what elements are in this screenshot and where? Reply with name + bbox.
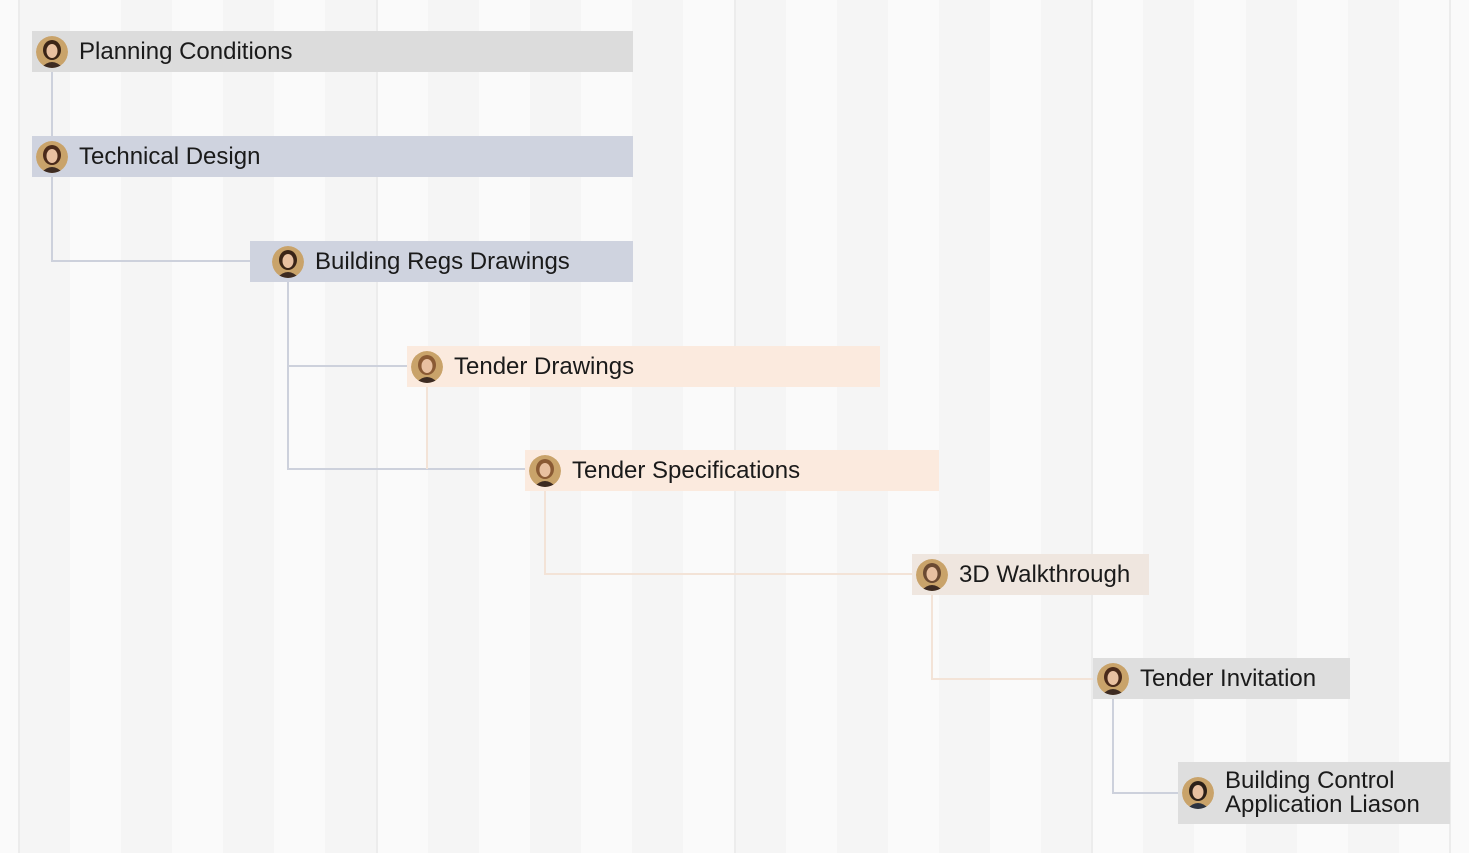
task-bar-planning-conditions[interactable]: Planning Conditions xyxy=(32,31,633,72)
task-bar-tender-invitation[interactable]: Tender Invitation xyxy=(1093,658,1350,699)
timeline-column xyxy=(837,0,888,853)
avatar-woman-dark-hair-icon xyxy=(272,245,304,278)
timeline-column xyxy=(1041,0,1092,853)
task-label: Tender Invitation xyxy=(1140,664,1317,692)
task-label: 3D Walkthrough xyxy=(959,560,1131,588)
timeline-divider xyxy=(1449,0,1451,853)
avatar-man-suit-icon xyxy=(1182,777,1214,809)
dependency-line xyxy=(1112,698,1178,794)
dependency-line xyxy=(544,490,912,575)
task-bar-building-control-application-liason[interactable]: Building Control Application Liason xyxy=(1178,762,1450,824)
dependency-line xyxy=(287,280,407,367)
task-bar-tender-drawings[interactable]: Tender Drawings xyxy=(407,346,880,387)
timeline-divider xyxy=(376,0,378,853)
timeline-column xyxy=(1246,0,1297,853)
timeline-divider xyxy=(18,0,20,853)
avatar-woman-dark-hair-icon xyxy=(36,35,68,68)
timeline-column xyxy=(735,0,786,853)
timeline-column xyxy=(1348,0,1399,853)
task-label: Technical Design xyxy=(79,142,261,170)
task-label: Building Regs Drawings xyxy=(315,247,570,275)
task-label: Tender Specifications xyxy=(572,456,801,484)
timeline-column xyxy=(939,0,990,853)
avatar-woman-light-hair-icon xyxy=(529,454,561,487)
timeline-divider xyxy=(1091,0,1093,853)
avatar-woman-long-hair-icon xyxy=(36,140,68,173)
dependency-line xyxy=(931,594,1093,680)
task-bar-technical-design[interactable]: Technical Design xyxy=(32,136,633,177)
task-bar-3d-walkthrough[interactable]: 3D Walkthrough xyxy=(912,554,1149,595)
avatar-woman-long-hair-icon xyxy=(1097,662,1129,695)
dependency-line xyxy=(287,366,525,470)
task-label: Building Control Application Liason xyxy=(1225,767,1420,818)
task-label: Planning Conditions xyxy=(79,37,293,65)
task-label: Tender Drawings xyxy=(454,352,635,380)
dependency-line xyxy=(51,176,250,262)
timeline-column xyxy=(632,0,683,853)
task-bar-building-regs-drawings[interactable]: Building Regs Drawings xyxy=(250,241,633,282)
timeline-divider xyxy=(734,0,736,853)
avatar-man-bald-icon xyxy=(916,558,948,591)
avatar-woman-light-hair-icon xyxy=(411,350,443,383)
timeline-column xyxy=(1143,0,1194,853)
task-bar-tender-specifications[interactable]: Tender Specifications xyxy=(525,450,939,491)
